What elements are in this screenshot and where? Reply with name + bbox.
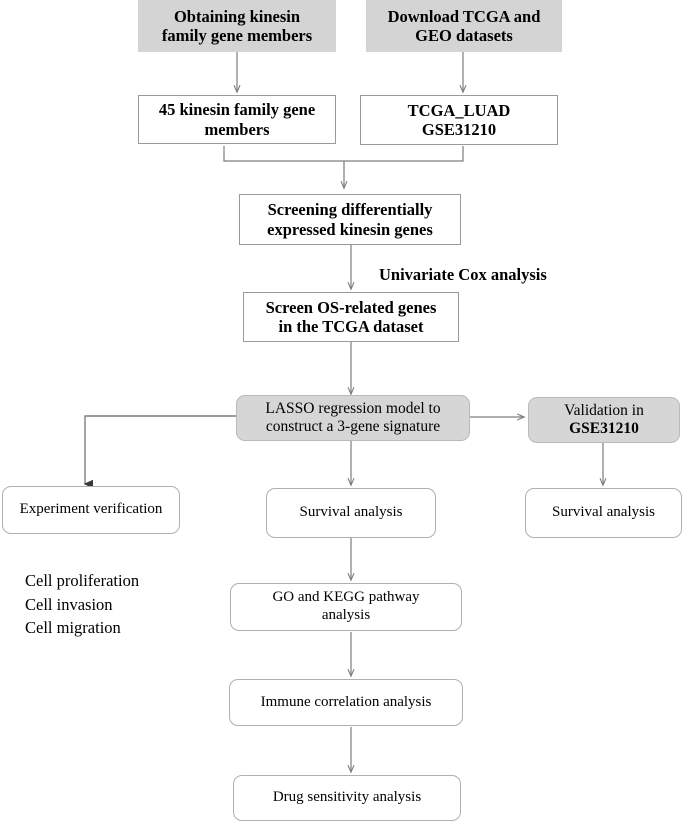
- label-univariate-cox: Univariate Cox analysis: [379, 265, 547, 284]
- node-screen-os-genes[interactable]: Screen OS-related genes in the TCGA data…: [243, 292, 459, 342]
- node-obtaining-kinesin[interactable]: Obtaining kinesin family gene members: [138, 0, 336, 52]
- node-go-kegg-pathway-label: GO and KEGG pathway analysis: [272, 589, 420, 623]
- node-drug-sensitivity-label: Drug sensitivity analysis: [272, 789, 422, 806]
- node-survival-analysis-center[interactable]: Survival analysis: [266, 488, 436, 538]
- node-screening-deg[interactable]: Screening differentially expressed kines…: [239, 194, 461, 245]
- list-experiment-assays: Cell proliferation Cell invasion Cell mi…: [25, 571, 140, 638]
- node-tcga-gse-datasets-label: TCGA_LUAD GSE31210: [407, 100, 511, 139]
- node-obtaining-kinesin-label: Obtaining kinesin family gene members: [161, 6, 313, 45]
- node-survival-analysis-right-label: Survival analysis: [552, 504, 655, 521]
- node-survival-analysis-center-label: Survival analysis: [299, 504, 403, 521]
- node-immune-correlation-label: Immune correlation analysis: [260, 693, 432, 710]
- node-kinesin-members[interactable]: 45 kinesin family gene members: [138, 95, 336, 144]
- node-validation-dataset: GSE31210: [569, 420, 639, 437]
- node-experiment-verification[interactable]: Experiment verification: [2, 486, 180, 534]
- node-lasso-regression[interactable]: LASSO regression model to construct a 3-…: [236, 395, 470, 441]
- node-immune-correlation[interactable]: Immune correlation analysis: [229, 679, 463, 726]
- node-drug-sensitivity[interactable]: Drug sensitivity analysis: [233, 775, 461, 821]
- node-screen-os-genes-label: Screen OS-related genes in the TCGA data…: [265, 297, 437, 336]
- connector-lasso-to-experiment: [85, 415, 236, 484]
- connector-bracket-merge: [223, 146, 464, 162]
- node-validation-gse[interactable]: Validation in GSE31210: [528, 397, 680, 443]
- node-screening-deg-label: Screening differentially expressed kines…: [267, 200, 433, 239]
- node-kinesin-members-label: 45 kinesin family gene members: [158, 100, 316, 139]
- node-download-datasets[interactable]: Download TCGA and GEO datasets: [366, 0, 562, 52]
- node-lasso-regression-label: LASSO regression model to construct a 3-…: [265, 399, 441, 435]
- node-validation-prefix: Validation in: [564, 401, 644, 419]
- node-download-datasets-label: Download TCGA and GEO datasets: [387, 6, 541, 45]
- node-tcga-gse-datasets[interactable]: TCGA_LUAD GSE31210: [360, 95, 558, 145]
- node-experiment-verification-label: Experiment verification: [19, 501, 163, 518]
- node-survival-analysis-right[interactable]: Survival analysis: [525, 488, 682, 538]
- node-go-kegg-pathway[interactable]: GO and KEGG pathway analysis: [230, 583, 462, 631]
